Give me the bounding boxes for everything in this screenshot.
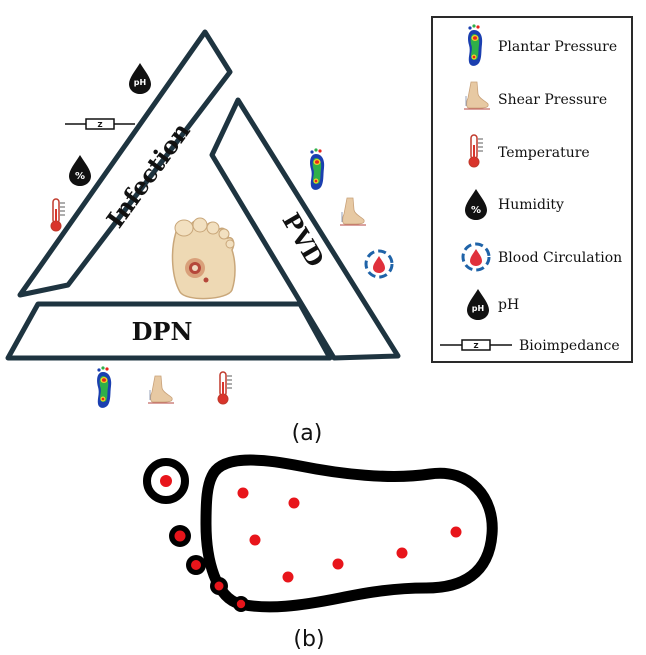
humidity-drop-icon: % <box>69 155 91 186</box>
legend: Plantar Pressure Shear Pressure Temperat… <box>431 16 633 363</box>
diabetic-foot-image <box>171 217 236 300</box>
ph-drop-icon: pH <box>129 63 151 94</box>
sole-sensor <box>237 487 249 499</box>
sole-sensor <box>288 497 300 509</box>
toe-sensor <box>214 581 224 591</box>
legend-label: Plantar Pressure <box>498 39 617 55</box>
toe-sensor <box>236 599 246 609</box>
sole-outline <box>200 454 498 613</box>
legend-item-humidity: % Humidity <box>465 189 564 220</box>
plantar-pressure-icon <box>310 148 325 190</box>
pvd-zone <box>209 97 401 361</box>
infection-zone <box>17 29 233 298</box>
toe-sensor <box>160 475 172 487</box>
legend-item-ph: pH pH <box>467 289 519 320</box>
legend-item-bioimpedance: Z Bioimpedance <box>440 338 620 354</box>
legend-label: Blood Circulation <box>498 250 622 266</box>
foot-sensor-layout <box>143 454 498 613</box>
svg-text:Z: Z <box>473 342 478 350</box>
sole-sensor <box>282 571 294 583</box>
sole-sensor <box>332 558 344 570</box>
ph-drop-icon: pH <box>467 289 489 320</box>
legend-label: Shear Pressure <box>498 92 607 108</box>
triangle-diagram: Infection PVD DPN <box>5 29 401 361</box>
bioimpedance-icon: Z <box>65 118 135 130</box>
humidity-drop-icon: % <box>465 189 487 220</box>
legend-frame <box>431 16 633 363</box>
legend-label: Temperature <box>498 145 590 161</box>
toe-sensor <box>174 530 186 542</box>
toe-sensor <box>191 560 201 570</box>
legend-label: Humidity <box>498 197 564 213</box>
svg-text:pH: pH <box>472 304 484 313</box>
dpn-label: DPN <box>132 317 193 346</box>
legend-item-blood-circulation: Blood Circulation <box>461 242 622 272</box>
caption-a: (a) <box>292 421 323 446</box>
plantar-pressure-icon <box>97 366 112 408</box>
sole-sensor <box>396 547 408 559</box>
shear-pressure-icon <box>147 375 175 404</box>
svg-text:%: % <box>471 205 481 216</box>
legend-label: pH <box>498 297 519 313</box>
sole-sensor <box>249 534 261 546</box>
caption-b: (b) <box>293 627 324 652</box>
legend-label: Bioimpedance <box>519 338 620 354</box>
sole-sensor <box>450 526 462 538</box>
thermometer-icon <box>217 371 233 405</box>
legend-item-temperature: Temperature <box>468 134 590 168</box>
svg-text:Z: Z <box>97 121 102 129</box>
svg-text:pH: pH <box>134 78 146 87</box>
legend-item-plantar-pressure: Plantar Pressure <box>468 24 617 66</box>
legend-item-shear-pressure: Shear Pressure <box>463 81 607 110</box>
svg-text:%: % <box>75 171 85 182</box>
dpn-zone <box>5 301 333 361</box>
shear-pressure-icon <box>339 197 367 226</box>
bioimpedance-icon: Z <box>440 339 512 351</box>
thermometer-icon <box>50 198 66 232</box>
blood-circulation-icon <box>364 249 394 279</box>
